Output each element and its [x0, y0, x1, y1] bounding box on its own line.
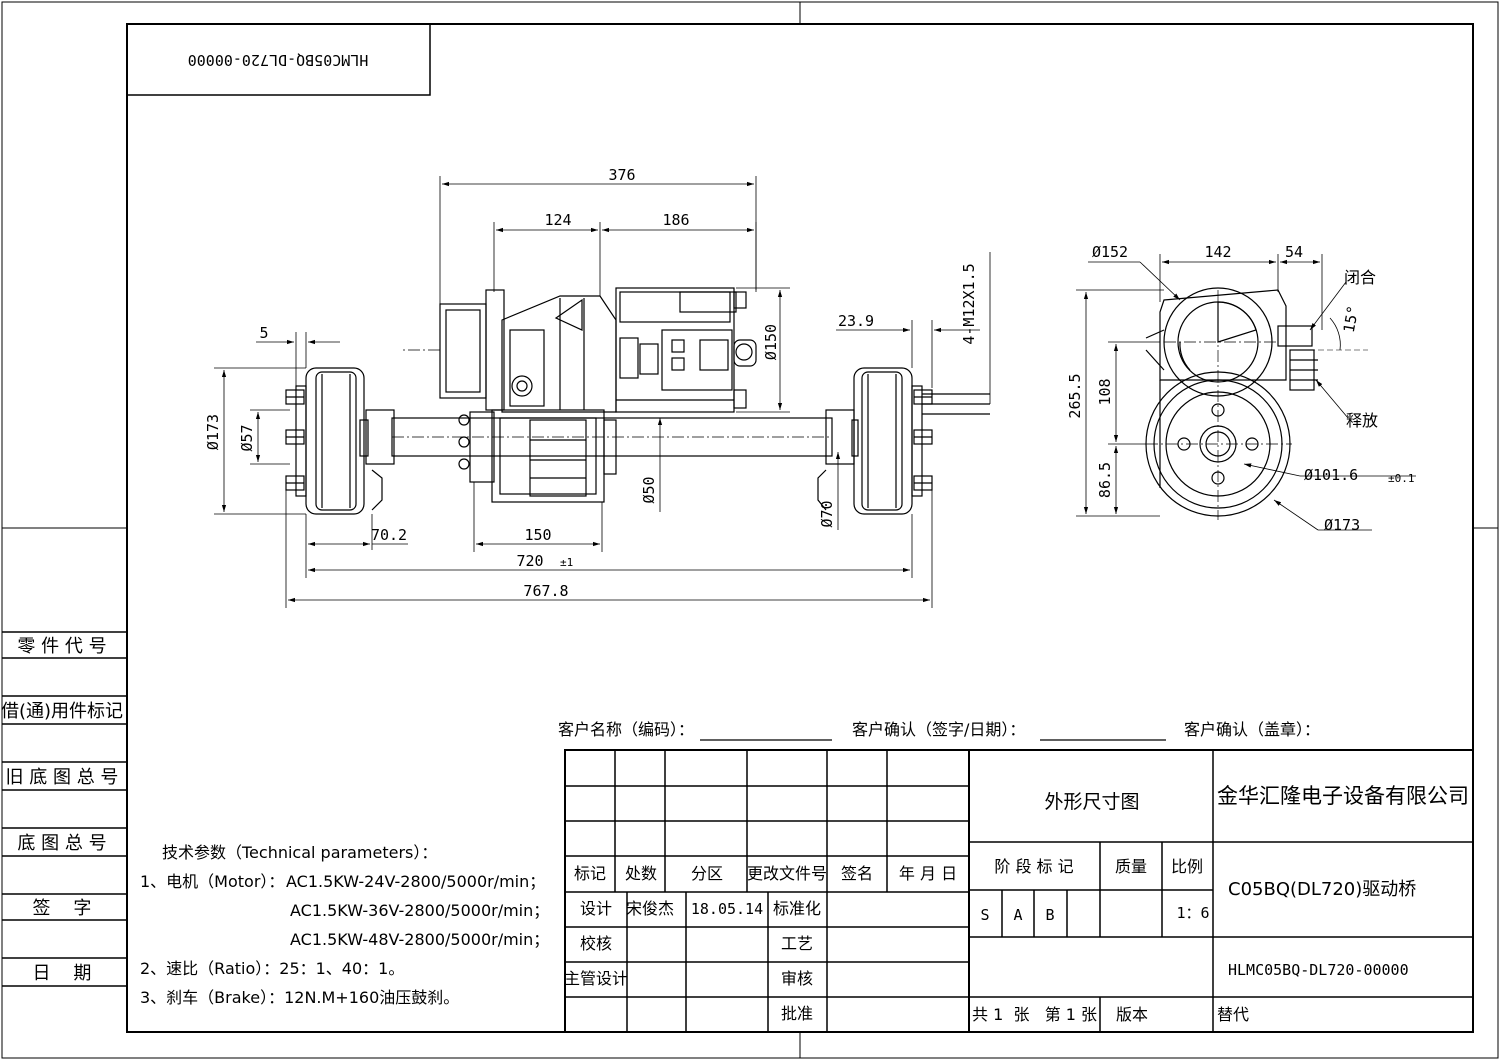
- dim-d70: Ø70: [818, 500, 836, 527]
- dim-d150: Ø150: [762, 324, 780, 360]
- stamp-code-text: HLMC05BQ-DL720-00000: [188, 51, 369, 69]
- front-view-dimensions: [214, 176, 991, 608]
- tb-product: C05BQ(DL720)驱动桥: [1228, 879, 1416, 900]
- tb-company: 金华汇隆电子设备有限公司: [1217, 784, 1469, 808]
- borrowed-label: 借(通)用件标记: [1, 701, 123, 722]
- dim-720-tol: ±1: [560, 556, 573, 569]
- dim-150-bottom: 150: [524, 526, 551, 544]
- dim-124: 124: [544, 211, 571, 229]
- tb-check: 校核: [580, 934, 612, 953]
- dim-side-d101-6-tol: ±0.1: [1388, 472, 1415, 485]
- tb-approve: 批准: [781, 1004, 813, 1023]
- title-block: [564, 749, 1474, 1033]
- tb-review: 审核: [781, 969, 813, 988]
- part-no-label: 零 件 代 号: [17, 636, 106, 657]
- wheel-stud-left: [285, 389, 305, 491]
- tb-design-label: 设计: [580, 899, 612, 918]
- tb-sheets: 共 1 张 第 1 张: [972, 1005, 1097, 1024]
- tb-design-date: 18.05.14: [691, 900, 763, 918]
- dim-side-d101-6: Ø101.6: [1304, 466, 1358, 484]
- label-closed: 闭合: [1344, 268, 1376, 287]
- tb-header: 签名: [841, 864, 873, 883]
- customer-confirm-stamp-label: 客户确认（盖章）：: [1184, 720, 1320, 739]
- dim-side-108: 108: [1096, 378, 1114, 405]
- dim-23-9: 23.9: [838, 312, 874, 330]
- side-view: [1145, 287, 1318, 520]
- label-release: 释放: [1346, 411, 1378, 430]
- tech-motor-line: AC1.5KW-24V-2800/5000r/min；: [286, 872, 545, 891]
- tb-replace: 替代: [1217, 1005, 1249, 1024]
- tb-process: 工艺: [781, 934, 813, 953]
- dim-720: 720: [516, 552, 543, 570]
- left-column-table: [2, 631, 127, 987]
- dim-d50: Ø50: [640, 476, 658, 503]
- dim-side-d173: Ø173: [1324, 516, 1360, 534]
- tech-title: 技术参数（Technical parameters）：: [162, 843, 437, 862]
- tech-motor-line: AC1.5KW-36V-2800/5000r/min；: [290, 901, 549, 920]
- dim-d173: Ø173: [204, 414, 222, 450]
- tb-header: 处数: [625, 864, 657, 883]
- base-no-label: 底 图 总 号: [17, 833, 106, 854]
- tech-motor-label: 1、电机（Motor）：: [140, 872, 284, 891]
- dim-376: 376: [608, 166, 635, 184]
- tb-stage: S: [980, 906, 989, 924]
- dim-186: 186: [662, 211, 689, 229]
- stamp-box: HLMC05BQ-DL720-00000: [126, 23, 431, 96]
- old-base-label: 旧 底 图 总 号: [6, 767, 119, 788]
- dim-767-8: 767.8: [523, 582, 568, 600]
- tech-brake: 3、刹车（Brake）：12N.M+160油压鼓刹。: [140, 988, 459, 1007]
- tb-drawing-name: 外形尺寸图: [1044, 791, 1139, 813]
- dim-d57: Ø57: [238, 424, 256, 451]
- tb-header: 分区: [691, 864, 723, 883]
- tech-motor-line: AC1.5KW-48V-2800/5000r/min；: [290, 930, 549, 949]
- sign-label: 签 字: [33, 898, 92, 919]
- tb-header: 更改文件号: [747, 864, 827, 883]
- dim-70-2: 70.2: [371, 526, 407, 544]
- tb-scale-label: 比例: [1171, 857, 1203, 876]
- tb-header: 年 月 日: [899, 864, 957, 883]
- dim-5: 5: [259, 324, 268, 342]
- tb-stage: B: [1045, 906, 1054, 924]
- dim-side-265-5: 265.5: [1066, 373, 1084, 418]
- dim-side-54: 54: [1285, 243, 1303, 261]
- tb-mass-label: 质量: [1115, 857, 1147, 876]
- tb-scale: 1：6: [1176, 904, 1209, 922]
- dim-side-142: 142: [1204, 243, 1231, 261]
- tb-stage-label: 阶 段 标 记: [994, 857, 1073, 876]
- customer-confirm-sign-label: 客户确认（签字/日期）：: [852, 720, 1025, 739]
- date-label: 日 期: [33, 963, 92, 984]
- wheel-stud-right: [913, 389, 933, 491]
- dim-side-86-5: 86.5: [1096, 462, 1114, 498]
- front-view: [285, 287, 990, 515]
- tb-header: 标记: [574, 864, 606, 883]
- tb-stage: A: [1013, 906, 1022, 924]
- tb-code: HLMC05BQ-DL720-00000: [1228, 961, 1409, 979]
- tb-chief: 主管设计: [564, 969, 628, 988]
- tb-version: 版本: [1116, 1005, 1148, 1024]
- tech-ratio: 2、速比（Ratio）：25：1、40：1。: [140, 959, 404, 978]
- dim-side-d152: Ø152: [1092, 243, 1128, 261]
- customer-name-label: 客户名称（编码）：: [558, 720, 694, 739]
- tb-designer: 宋俊杰: [626, 899, 674, 918]
- dim-angle: 15°: [1340, 304, 1362, 334]
- side-view-dimensions: [1076, 254, 1416, 531]
- dim-thread: 4-M12X1.5: [960, 263, 978, 344]
- tb-standardize: 标准化: [773, 899, 821, 918]
